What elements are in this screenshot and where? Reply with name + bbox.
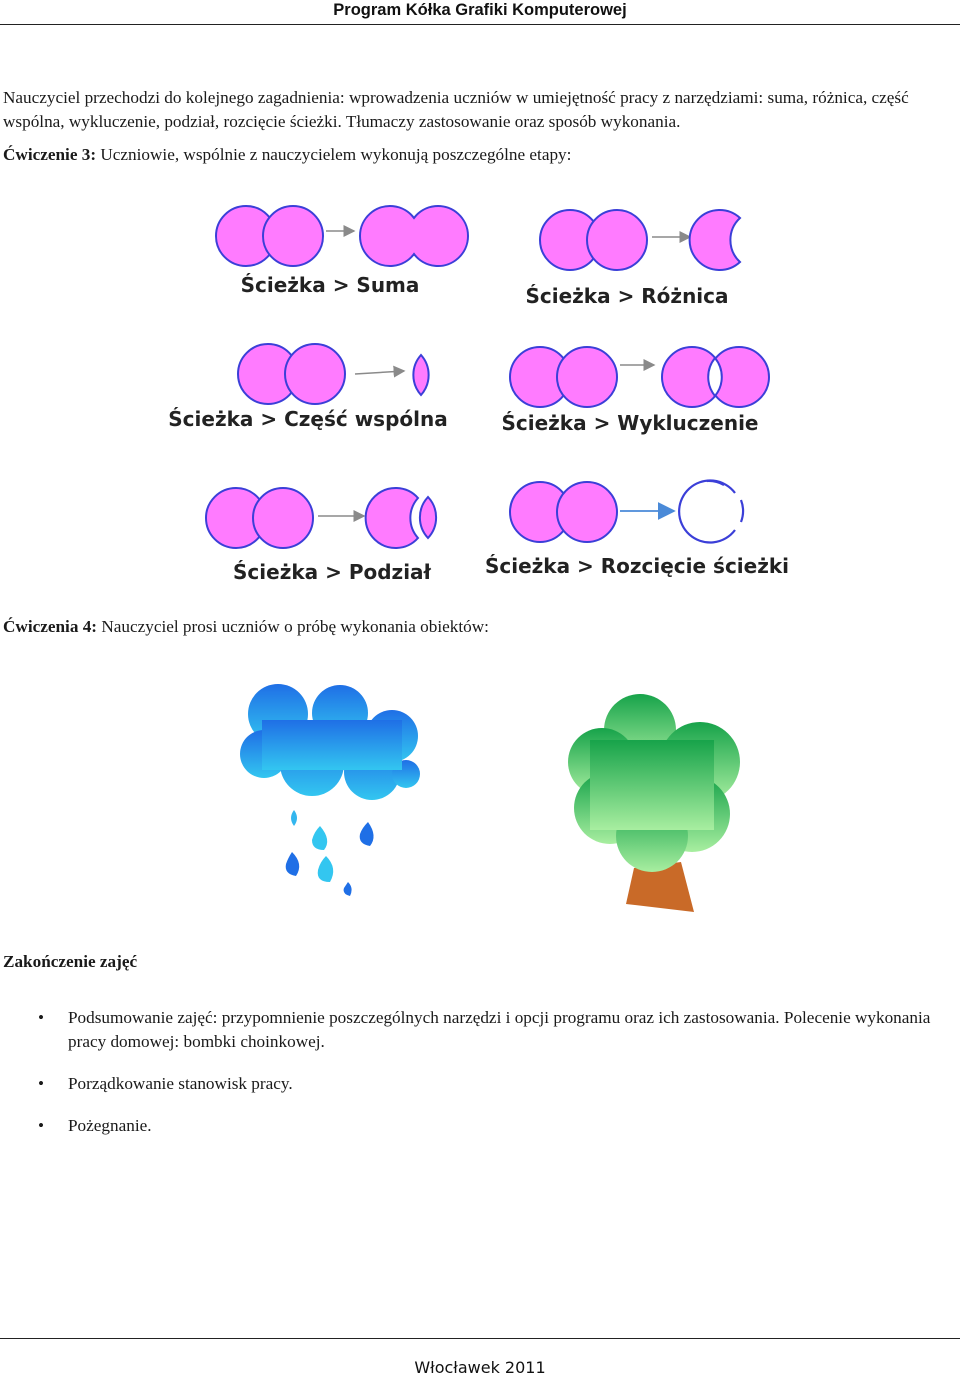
ending-bullet-list: • Podsumowanie zajęć: przypomnienie posz… [0,1006,960,1156]
footer-divider [0,1338,960,1339]
bullet-text: Porządkowanie stanowisk pracy. [68,1074,293,1093]
caption-roznica: Ścieżka > Różnica [525,284,728,308]
list-item: • Podsumowanie zajęć: przypomnienie posz… [0,1006,960,1054]
op-podzial: Ścieżka > Podział [205,487,438,584]
tree-trunk [626,862,694,912]
tree-crown [568,694,740,872]
page-footer: Włocławek 2011 [414,1358,546,1377]
header-title: Program Kółka Grafiki Komputerowej [333,1,627,19]
bullet-dot: • [38,1074,45,1093]
caption-podzial: Ścieżka > Podział [233,560,432,584]
intro-paragraph: Nauczyciel przechodzi do kolejnego zagad… [3,88,909,131]
op-suma: Ścieżka > Suma [215,205,469,297]
op-roznica: Ścieżka > Różnica [525,209,742,308]
list-item: • Porządkowanie stanowisk pracy. [0,1072,960,1096]
op-rozciecie-sciezki: Ścieżka > Rozcięcie ścieżki [485,479,789,578]
bullet-text: Pożegnanie. [68,1116,152,1135]
exercise-3-label: Ćwiczenie 3: [3,145,97,164]
caption-wykluczenie: Ścieżka > Wykluczenie [501,411,758,435]
caption-czesc-wspolna: Ścieżka > Część wspólna [168,407,447,431]
ending-heading: Zakończenie zajęć [3,952,138,971]
op-wykluczenie: Ścieżka > Wykluczenie [501,346,770,435]
caption-rozciecie-sciezki: Ścieżka > Rozcięcie ścieżki [485,554,789,578]
rain-cloud-illustration [240,684,420,896]
bullet-dot: • [38,1008,45,1027]
tree-illustration [568,694,740,912]
path-operations-diagram: Ścieżka > Suma Ścieżka > Różnica Ścieżka… [168,205,789,584]
op-czesc-wspolna: Ścieżka > Część wspólna [168,343,448,431]
page-header: Program Kółka Grafiki Komputerowej [0,0,960,25]
caption-suma: Ścieżka > Suma [241,273,420,297]
exercise-4-text: Nauczyciel prosi uczniów o próbę wykonan… [97,617,489,636]
bullet-dot: • [38,1116,45,1135]
bullet-text: Podsumowanie zajęć: przypomnienie poszcz… [68,1008,931,1051]
exercise-4-label: Ćwiczenia 4: [3,617,98,636]
raindrops [285,810,374,896]
exercise-3-paragraph: Ćwiczenie 3: Uczniowie, wspólnie z naucz… [3,143,571,167]
exercise-4-paragraph: Ćwiczenia 4: Nauczyciel prosi uczniów o … [3,615,489,639]
list-item: • Pożegnanie. [0,1114,960,1138]
exercise-objects [240,684,740,912]
exercise-3-text: Uczniowie, wspólnie z nauczycielem wykon… [96,145,572,164]
